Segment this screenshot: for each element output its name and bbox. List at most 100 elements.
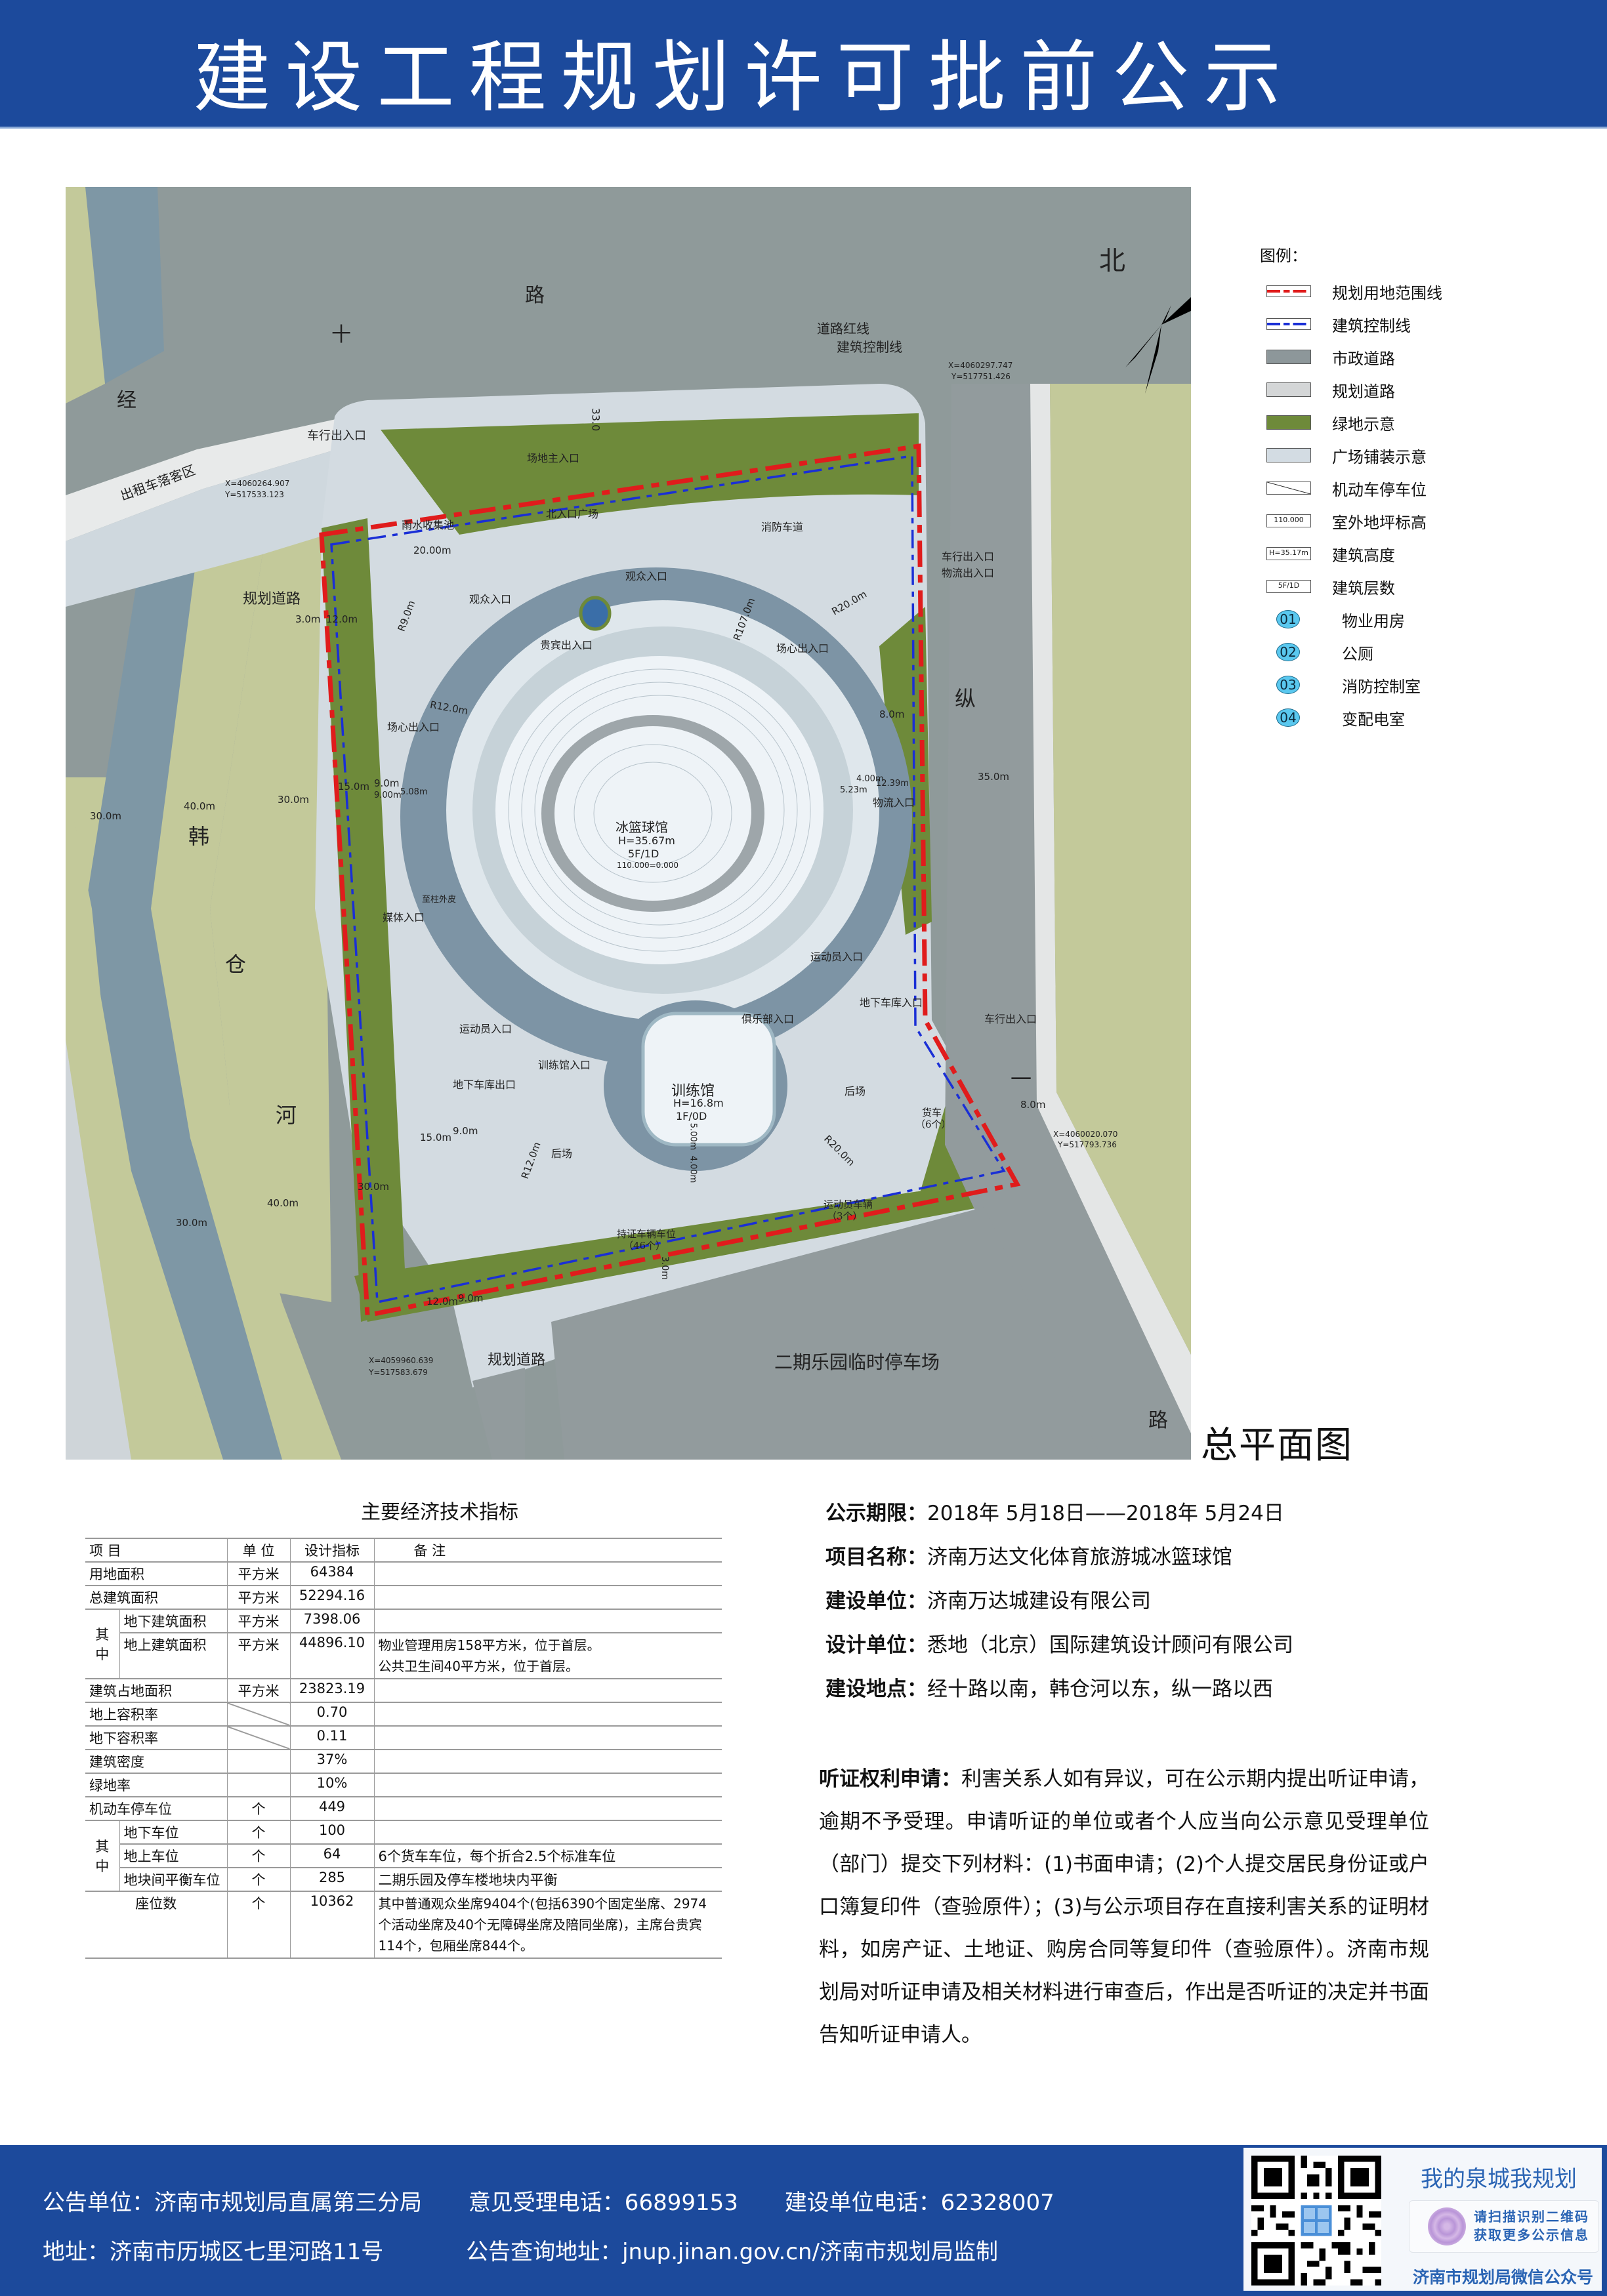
table-row: 建筑密度 37% [85,1749,722,1774]
table-row: 机动车停车位 个 449 [85,1796,722,1821]
qr-code-icon[interactable] [1251,2156,1381,2286]
construction-location: 建设地点：经十路以南，韩仓河以东，纵一路以西 [825,1675,1469,1719]
qr-hint-line-2: 获取更多公示信息 [1474,2227,1589,2243]
dim-30m-2: 30.0m [278,794,310,806]
vehicle-entrance-ne-label: 车行出入口 [942,550,995,563]
legend-label: 规划用地范围线 [1332,283,1442,302]
row-item: 机动车停车位 [85,1796,228,1821]
row-unit: 个 [227,1867,291,1892]
dim-40m-1: 40.0m [184,800,216,812]
row-value: 64 [290,1843,375,1868]
north-plaza-label: 北入口广场 [546,508,599,520]
header-value: 设计指标 [290,1538,375,1563]
dim-3m-s: 3.0m [659,1256,670,1280]
row-unit: 个 [227,1891,291,1959]
dim-9m-sw2: 9.0m [453,1125,478,1137]
row-value: 100 [290,1820,375,1845]
row-unit [227,1773,291,1797]
row-unit-slash [227,1725,291,1750]
legend-item-floors: 5F/1D 建筑层数 [1260,570,1588,603]
address: 地址：济南市历城区七里河路11号 [43,2239,384,2265]
row-note [374,1773,722,1797]
site-plan-map: 北 经 十 路 纵 一 路 韩 仓 河 规划道路 规划道路 二期乐园临时停车场 … [66,187,1191,1460]
parking-space-icon [1266,482,1311,495]
dim-12m-w: 12.0m [326,613,358,625]
road-label-lu-east: 路 [1148,1409,1168,1432]
hearing-text: 利害关系人如有异议，可在公示期内提出听证申请，逾期不予受理。申请听证的单位或者个… [819,1767,1429,2047]
table-row: 座位数 个 10362 其中普通观众坐席9404个(包括6390个固定坐席、29… [85,1891,722,1959]
temp-parking-label: 二期乐园临时停车场 [774,1351,940,1373]
garage-exit-label: 地下车库出口 [453,1078,516,1091]
field-entrance-w-label: 场心出入口 [387,721,440,733]
red-dash-line-icon [1266,285,1311,297]
row-item: 地下车位 [119,1820,228,1845]
row-value: 0.70 [290,1702,375,1727]
row-note: 二期乐园及停车楼地块内平衡 [374,1867,722,1892]
dim-30m-1: 30.0m [90,810,122,822]
dim-5-08m: 5.08m [400,787,428,797]
number-badge-icon: 03 [1276,676,1300,694]
legend-label: 机动车停车位 [1332,480,1427,499]
table-row: 地上车位 个 64 6个货车车位，每个折合2.5个标准车位 [85,1843,722,1868]
media-entrance-label: 媒体入口 [383,911,425,924]
table-row: 地上容积率 0.70 [85,1702,722,1727]
row-value: 285 [290,1867,375,1892]
query-url: 公告查询地址：jnup.jinan.gov.cn/济南市规划局监制 [466,2239,999,2265]
green-fill-swatch-icon [1266,415,1311,430]
table-row: 建筑占地面积 平方米 23823.19 [85,1678,722,1703]
legend-item-elevation: 110.000 室外地坪标高 [1260,504,1588,537]
publicity-period: 公示期限：2018年 5月18日——2018年 5月24日 [825,1499,1469,1543]
permit-parking-count-label: （46个） [623,1240,666,1252]
legend-item-municipal-road: 市政道路 [1260,340,1588,373]
dim-9m-sw: 9.0m [458,1292,484,1304]
qr-card-footer: 济南市规划局微信公众号 [1413,2268,1594,2287]
training-building-height: H=16.8m [673,1097,724,1109]
coord-nw-x: X=4060264.907 [225,479,290,488]
row-value: 449 [290,1796,375,1821]
coord-ne-x: X=4060297.747 [948,361,1013,370]
builder-value: 济南万达城建设有限公司 [927,1589,1151,1613]
builder-key: 建设单位： [825,1589,927,1613]
row-value: 10% [290,1773,375,1797]
row-note [374,1561,722,1586]
announcer: 公告单位：济南市规划局直属第三分局 [43,2190,422,2216]
club-entrance-label: 俱乐部入口 [741,1013,795,1025]
dim-12m-sw: 12.0m [427,1296,459,1307]
elevation-marker-icon: 110.000 [1266,514,1311,527]
row-item: 建筑占地面积 [85,1678,228,1703]
row-item: 地上车位 [119,1843,228,1868]
blue-dash-line-icon [1266,318,1311,330]
dim-40m-2: 40.0m [267,1197,299,1209]
row-unit: 平方米 [227,1632,291,1679]
dim-20m: 20.00m [413,544,451,556]
row-unit: 平方米 [227,1561,291,1586]
legend-item-green: 绿地示意 [1260,406,1588,439]
road-red-line-label: 道路红线 [817,321,869,337]
dim-8m-se: 8.0m [1020,1099,1046,1111]
design-unit: 设计单位：悉地（北京）国际建筑设计顾问有限公司 [825,1631,1469,1675]
legend-label: 规划道路 [1332,382,1395,401]
row-item: 地下容积率 [85,1725,228,1750]
table-row: 地上建筑面积 平方米 44896.10 物业管理用房158平方米，位于首层。 公… [85,1632,722,1679]
wechat-qr-card: 我的泉城我规划 请扫描识别二维码 获取更多公示信息 济南市规划局微信公众号 [1242,2146,1603,2292]
row-item: 地上容积率 [85,1702,228,1727]
plaza-fill-swatch-icon [1266,448,1311,462]
light-grey-fill-swatch-icon [1266,382,1311,397]
road-label-jing: 经 [117,389,136,412]
table-row: 地块间平衡车位 个 285 二期乐园及停车楼地块内平衡 [85,1867,722,1892]
indicators-title: 主要经济技术指标 [361,1501,518,1524]
fire-lane-label: 消防车道 [761,521,804,533]
coord-se-y: Y=517793.736 [1058,1140,1117,1149]
row-unit-slash [227,1702,291,1727]
training-building-floors: 1F/0D [676,1110,707,1122]
planned-road-south-label: 规划道路 [488,1352,546,1368]
legend-item-01: 01 物业用房 [1260,603,1588,636]
period-key: 公示期限： [825,1502,927,1525]
number-badge-icon: 04 [1276,708,1300,727]
coord-ne-y: Y=517751.426 [951,372,1011,381]
coord-sw-y: Y=517583.679 [369,1368,428,1377]
row-value: 52294.16 [290,1585,375,1610]
dim-8m-e: 8.0m [879,708,905,720]
site-plan-drawing [66,187,1191,1460]
main-building-elevation: 110.000=0.000 [617,861,679,870]
